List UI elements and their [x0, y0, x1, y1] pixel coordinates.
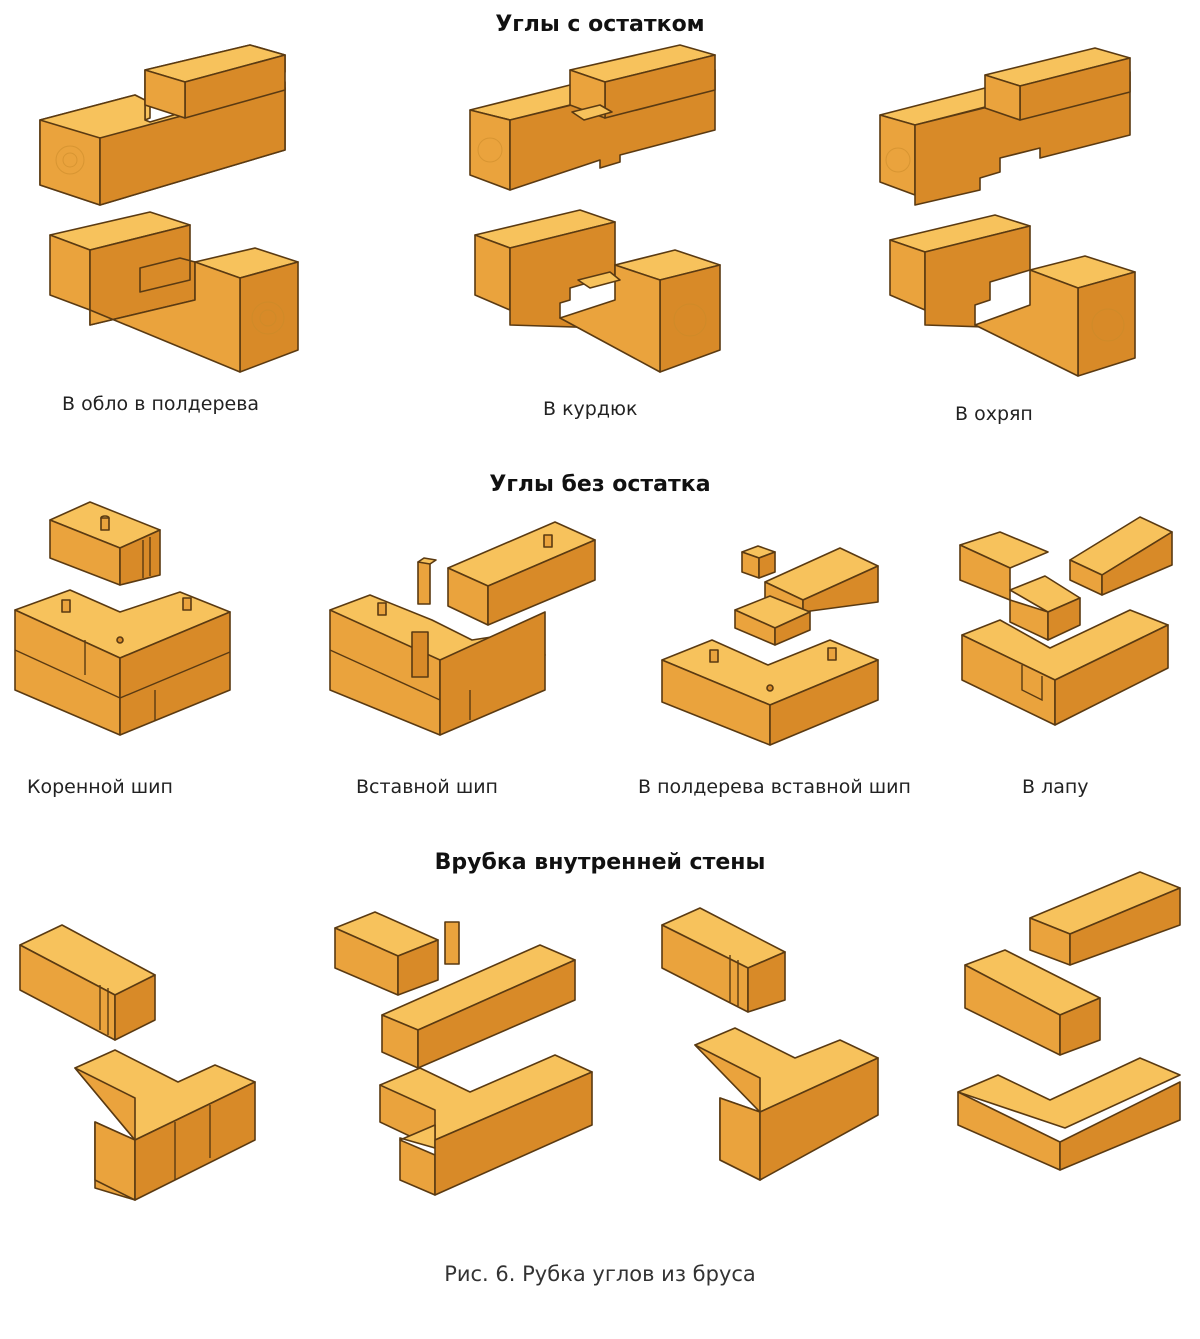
figure-caption: Рис. 6. Рубка углов из бруса — [444, 1262, 756, 1286]
joint-okhryap-upper-beam — [879, 47, 1131, 206]
caption-v-lapu: В лапу — [1022, 776, 1089, 798]
joint-oblo-polderева-lower-beam — [49, 211, 299, 373]
joint-vstavnoy-ship — [329, 521, 596, 736]
section-title-corners-with-remainder: Углы с остатком — [495, 12, 705, 37]
joint-kurdyuk-lower-beam — [474, 209, 721, 373]
inner-wall-joint-1 — [19, 924, 256, 1201]
joint-oblo-polderева-upper-beam — [39, 44, 286, 206]
joint-polderева-vstavnoy-ship — [661, 545, 879, 746]
caption-v-okhryap: В охряп — [955, 403, 1033, 425]
inner-wall-joint-2 — [334, 911, 593, 1196]
caption-vstavnoy-ship: Вставной шип — [356, 776, 498, 798]
inner-wall-joint-3 — [661, 907, 879, 1181]
caption-v-kurdyuk: В курдюк — [543, 398, 638, 420]
section-title-inner-wall-joint: Врубка внутренней стены — [434, 850, 766, 875]
caption-v-polderева-vstavnoy-ship: В полдерева вставной шип — [638, 776, 911, 798]
section-title-corners-without-remainder: Углы без остатка — [489, 472, 711, 497]
joint-v-lapu — [959, 516, 1173, 726]
joint-korennoy-ship — [14, 501, 231, 736]
caption-v-oblo-v-polderева: В обло в полдерева — [62, 393, 260, 415]
caption-korennoy-ship: Коренной шип — [27, 776, 173, 798]
inner-wall-joint-4 — [957, 871, 1181, 1171]
joint-okhryap-lower-beam — [889, 214, 1136, 377]
joint-kurdyuk-upper-beam — [469, 44, 716, 191]
